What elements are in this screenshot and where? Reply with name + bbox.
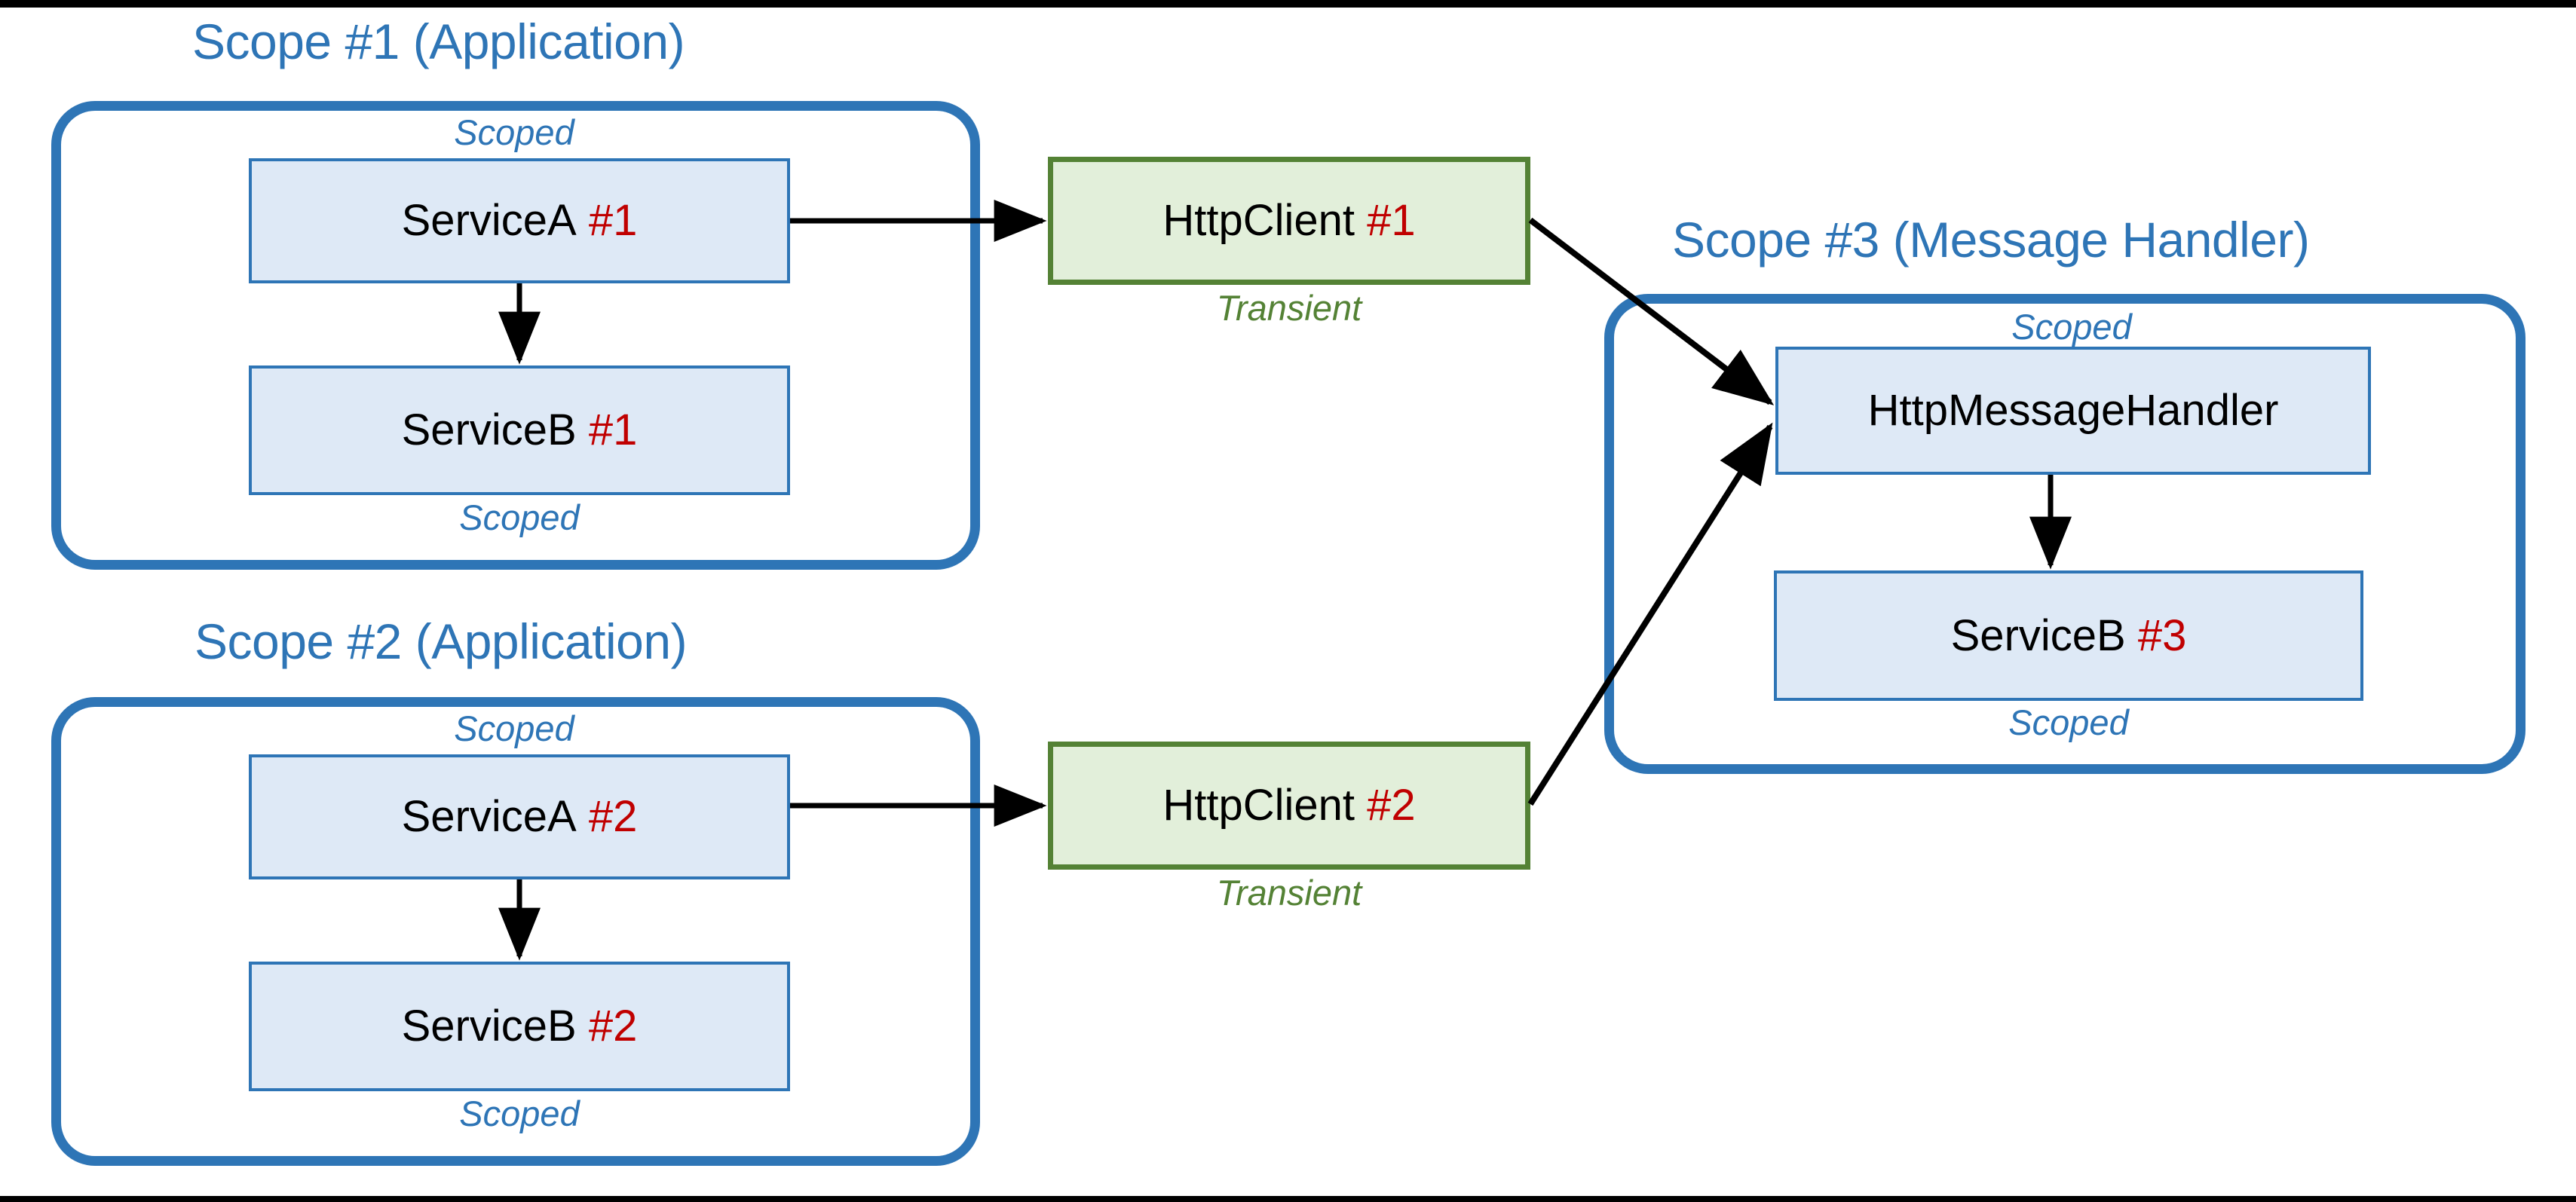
- httpclient2-lifetime-label: Transient: [1216, 873, 1362, 913]
- node-servicea-1-label: ServiceA #1: [401, 196, 638, 245]
- node-httpclient-1-label: HttpClient #1: [1162, 196, 1416, 245]
- serviceA2-lifetime-label: Scoped: [454, 708, 574, 748]
- node-httpclient-2[interactable]: HttpClient #2: [1048, 742, 1530, 870]
- letterbox-top: [0, 0, 2576, 8]
- node-httpmessagehandler-3[interactable]: HttpMessageHandler: [1775, 347, 2371, 475]
- scope-2-container: [51, 697, 980, 1166]
- node-servicea-2-label: ServiceA #2: [401, 792, 638, 841]
- node-httpmessagehandler-3-label: HttpMessageHandler: [1867, 386, 2279, 435]
- serviceb3-lifetime-label: Scoped: [2008, 702, 2129, 742]
- node-serviceb-1-label: ServiceB #1: [401, 405, 638, 454]
- serviceb2-lifetime-label: Scoped: [459, 1093, 580, 1133]
- scope-2-title: Scope #2 (Application): [195, 613, 688, 669]
- node-servicea-1[interactable]: ServiceA #1: [249, 158, 790, 283]
- serviceb1-lifetime-label: Scoped: [459, 497, 580, 537]
- node-httpclient-2-label: HttpClient #2: [1162, 781, 1416, 830]
- node-servicea-2[interactable]: ServiceA #2: [249, 754, 790, 879]
- scope-3-title: Scope #3 (Message Handler): [1672, 212, 2310, 268]
- node-serviceb-2[interactable]: ServiceB #2: [249, 962, 790, 1091]
- node-httpclient-1[interactable]: HttpClient #1: [1048, 157, 1530, 285]
- node-serviceb-3[interactable]: ServiceB #3: [1774, 570, 2363, 701]
- scope-1-title: Scope #1 (Application): [192, 14, 685, 69]
- node-serviceb-1[interactable]: ServiceB #1: [249, 365, 790, 495]
- node-serviceb-3-label: ServiceB #3: [1950, 610, 2187, 660]
- handler3-lifetime-label: Scoped: [2011, 307, 2132, 347]
- letterbox-bottom: [0, 1196, 2576, 1202]
- httpclient1-lifetime-label: Transient: [1216, 288, 1362, 328]
- node-serviceb-2-label: ServiceB #2: [401, 1002, 638, 1051]
- serviceA1-lifetime-label: Scoped: [454, 112, 574, 152]
